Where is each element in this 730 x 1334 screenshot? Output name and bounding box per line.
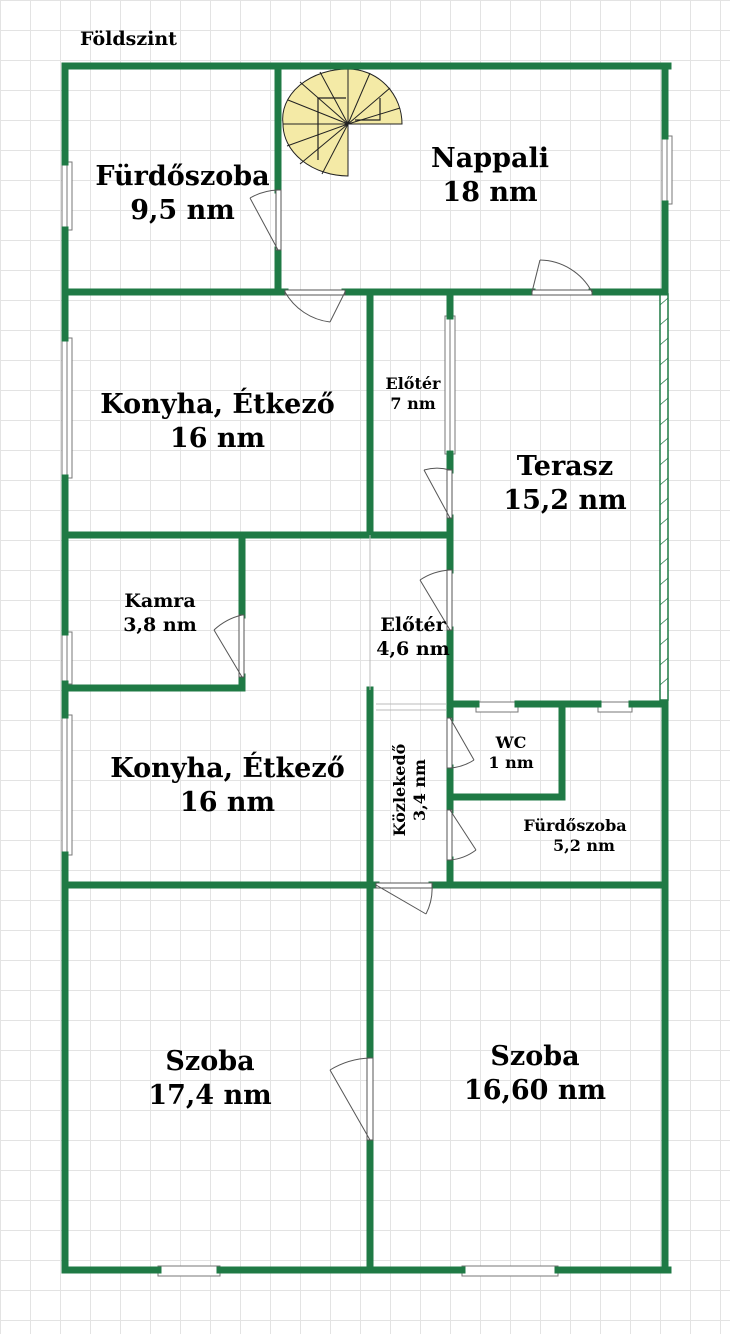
room-area: 16,60 nm — [463, 1074, 607, 1106]
room-name: Fürdőszoba — [523, 816, 627, 835]
room-name: Előtér — [385, 374, 441, 393]
room-label-wc: WC 1 nm — [476, 733, 546, 773]
room-name: Konyha, Étkező — [110, 753, 345, 784]
room-area: 1 nm — [488, 753, 534, 772]
room-name: Előtér — [380, 614, 446, 636]
room-area: 18 nm — [442, 176, 538, 208]
room-label-konyha-2: Konyha, Étkező 16 nm — [90, 752, 365, 820]
room-name: Szoba — [490, 1041, 580, 1072]
room-label-nappali: Nappali 18 nm — [400, 142, 580, 210]
room-area: 4,6 nm — [376, 637, 450, 660]
room-name: WC — [495, 733, 527, 752]
terrace-glass-hatch — [659, 297, 669, 686]
room-name: Szoba — [165, 1046, 255, 1077]
walls — [61, 62, 672, 1274]
room-label-szoba-2: Szoba 16,60 nm — [450, 1040, 620, 1108]
room-area: 16 nm — [179, 786, 276, 818]
room-label-kamra: Kamra 3,8 nm — [100, 590, 220, 638]
room-name: Közlekedő — [390, 743, 409, 837]
room-area: 5,2 nm — [553, 836, 615, 855]
room-label-furdoszoba-1: Fürdőszoba 9,5 nm — [90, 160, 275, 228]
room-area: 3,8 nm — [123, 613, 197, 636]
room-label-konyha-1: Konyha, Étkező 16 nm — [80, 388, 355, 456]
room-area: 17,4 nm — [148, 1079, 272, 1111]
room-name: Kamra — [124, 590, 196, 612]
room-area: 16 nm — [169, 422, 266, 454]
room-label-szoba-1: Szoba 17,4 nm — [130, 1045, 290, 1113]
room-label-kozlekedo: Közlekedő 3,4 nm — [390, 740, 430, 840]
room-label-eloter-1: Előtér 7 nm — [378, 374, 448, 414]
spiral-staircase — [282, 68, 403, 177]
room-label-terasz: Terasz 15,2 nm — [480, 450, 650, 518]
room-area: 15,2 nm — [503, 484, 627, 516]
room-area: 7 nm — [390, 394, 436, 413]
plan-title: Földszint — [80, 28, 177, 50]
room-area: 9,5 nm — [130, 194, 235, 226]
room-name: Terasz — [516, 451, 614, 482]
room-name: Nappali — [431, 143, 549, 174]
doors — [213, 189, 593, 1141]
room-label-furdoszoba-2: Fürdőszoba 5,2 nm — [500, 816, 650, 856]
room-name: Konyha, Étkező — [100, 389, 335, 420]
openings — [369, 535, 446, 711]
room-label-eloter-2: Előtér 4,6 nm — [368, 614, 458, 662]
room-area: 3,4 nm — [410, 759, 429, 821]
room-name: Fürdőszoba — [95, 161, 270, 192]
